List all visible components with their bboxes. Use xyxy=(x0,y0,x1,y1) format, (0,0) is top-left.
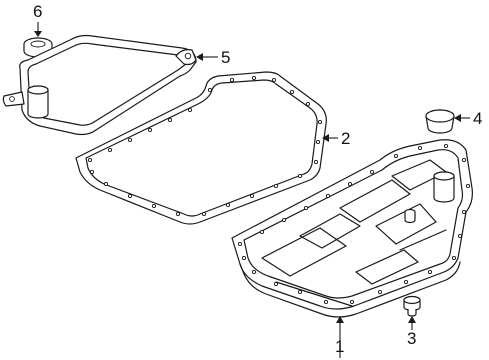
part-1-oil-pan xyxy=(231,139,473,318)
part-5-filter xyxy=(2,34,197,136)
callout-6: 6 xyxy=(33,2,42,21)
part-3-drain-bolt xyxy=(403,295,421,317)
part-4-plug xyxy=(425,109,455,134)
callout-1: 1 xyxy=(335,337,344,356)
callout-4: 4 xyxy=(473,109,482,128)
gasket-bolt-holes xyxy=(87,75,323,217)
callout-2: 2 xyxy=(341,129,350,148)
callout-leaders xyxy=(34,22,470,358)
callout-3: 3 xyxy=(407,329,416,348)
pan-bolt-holes xyxy=(237,143,471,305)
part-2-gasket xyxy=(75,71,327,225)
callout-5: 5 xyxy=(221,48,230,67)
